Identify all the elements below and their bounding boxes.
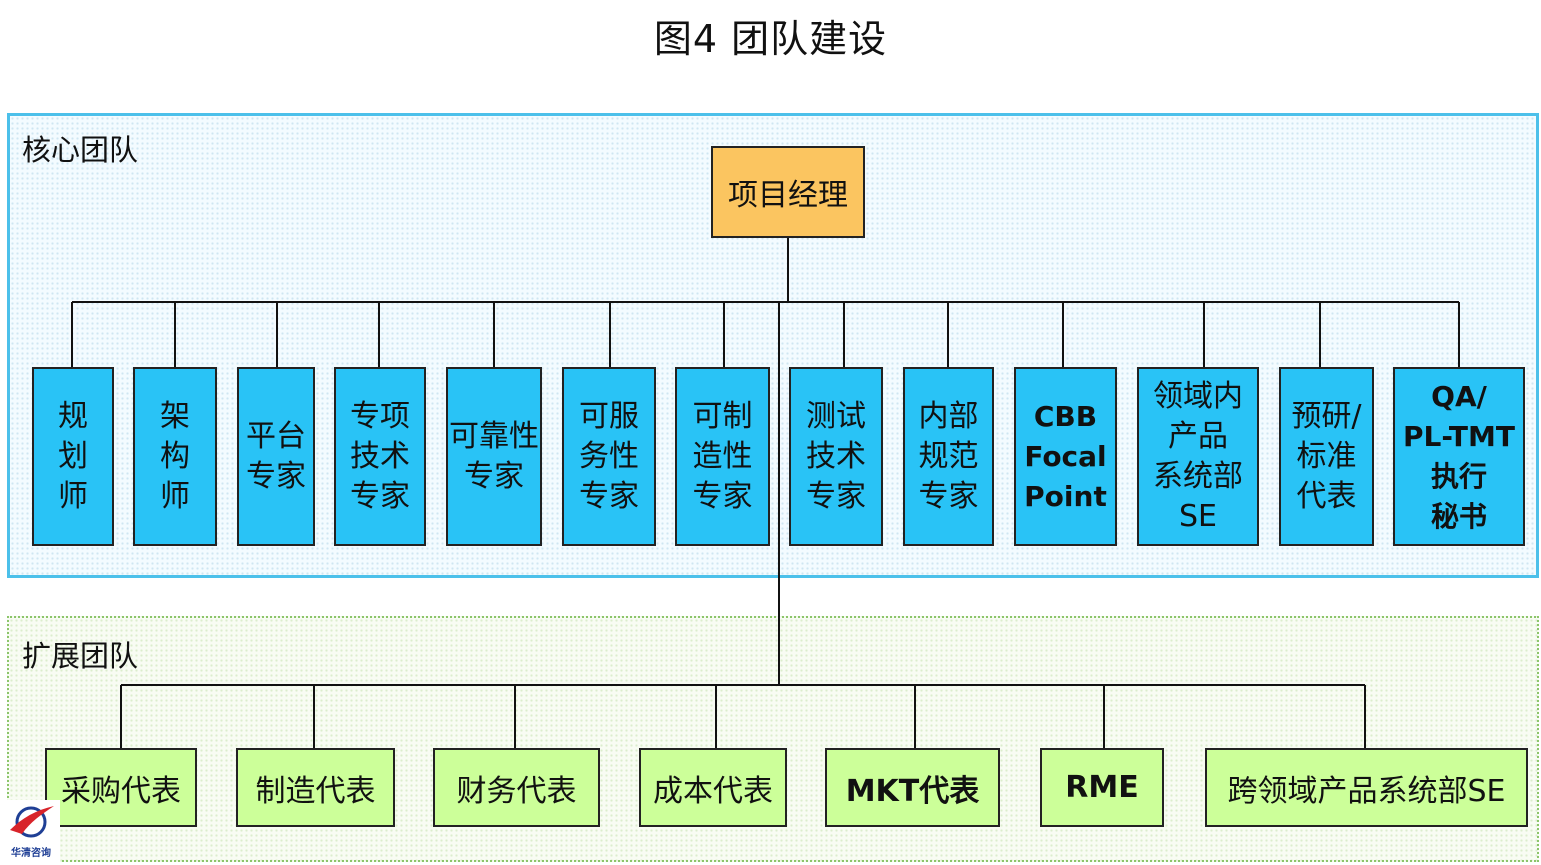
ext-role-mkt: MKT代表 (825, 748, 1000, 827)
role-serviceability-expert: 可服 务性 专家 (562, 367, 656, 546)
role-research-standards-rep: 预研/ 标准 代表 (1279, 367, 1374, 546)
role-reliability-expert: 可靠性 专家 (446, 367, 542, 546)
ext-role-cost: 成本代表 (639, 748, 787, 827)
logo-mark-icon (10, 806, 54, 838)
role-internal-spec-expert: 内部 规范 专家 (903, 367, 994, 546)
role-platform-expert: 平台 专家 (237, 367, 315, 546)
role-qa-secretary: QA/ PL-TMT 执行 秘书 (1393, 367, 1525, 546)
project-manager-box: 项目经理 (711, 146, 865, 238)
ext-role-finance: 财务代表 (433, 748, 600, 827)
diagram-title: 图4 团队建设 (653, 17, 888, 61)
role-domain-product-se: 领域内 产品 系统部 SE (1137, 367, 1259, 546)
role-architect: 架 构 师 (133, 367, 217, 546)
ext-role-cross-domain-se: 跨领域产品系统部SE (1205, 748, 1528, 827)
role-test-tech-expert: 测试 技术 专家 (789, 367, 883, 546)
extended-team-label: 扩展团队 (22, 639, 139, 673)
logo-text: 华清咨询 (11, 848, 51, 859)
ext-role-manufacturing: 制造代表 (236, 748, 395, 827)
role-cbb-focal-point: CBB Focal Point (1014, 367, 1117, 546)
ext-role-procurement: 采购代表 (45, 748, 197, 827)
role-manufacturability-expert: 可制 造性 专家 (675, 367, 770, 546)
company-logo: 华清咨询 (2, 800, 60, 862)
ext-role-rme: RME (1040, 748, 1164, 827)
role-planner: 规 划 师 (32, 367, 114, 546)
core-team-label: 核心团队 (22, 133, 139, 167)
role-specialist-tech-expert: 专项 技术 专家 (334, 367, 426, 546)
